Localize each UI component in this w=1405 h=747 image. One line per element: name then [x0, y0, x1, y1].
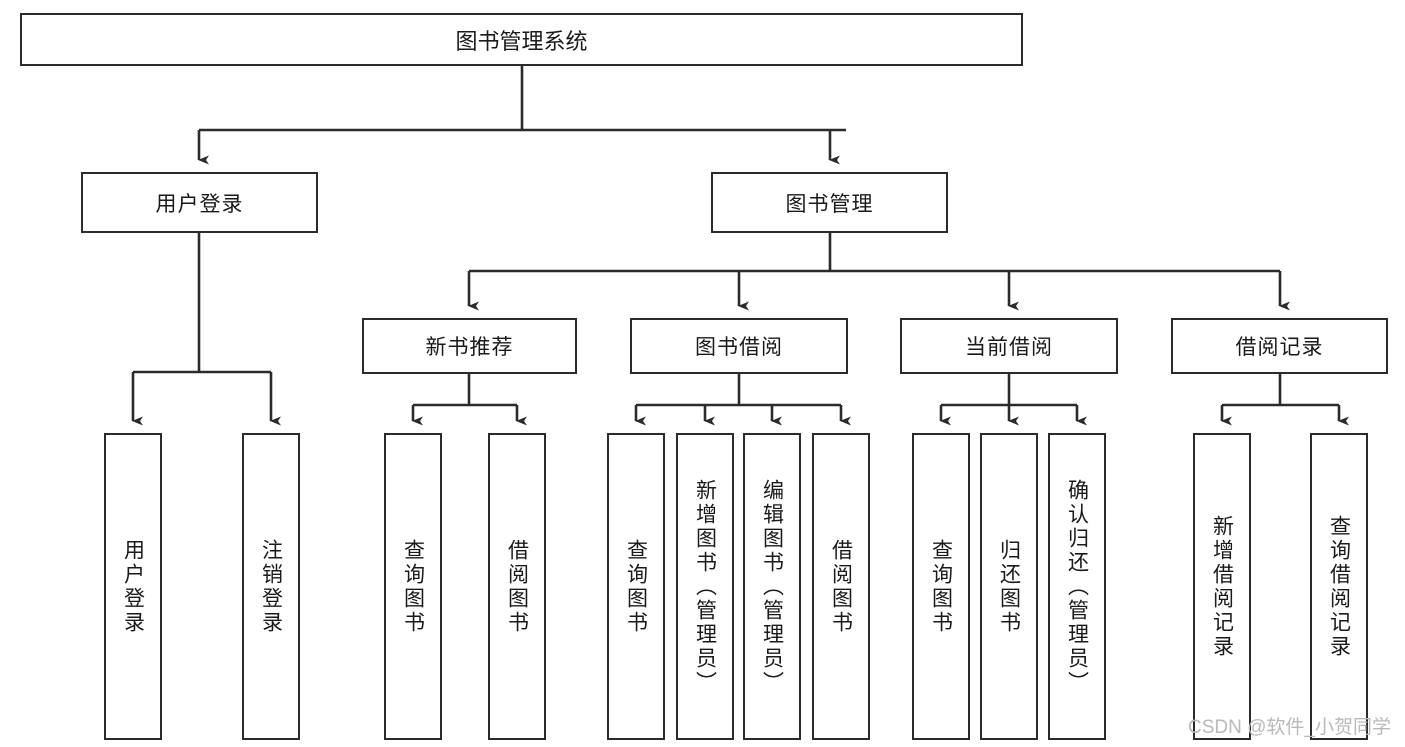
node-current-borrowing[interactable]: 当前借阅	[900, 318, 1118, 374]
node-root-book-management-system[interactable]: 图书管理系统	[20, 13, 1023, 66]
node-new-book-recommendation[interactable]: 新书推荐	[362, 318, 577, 374]
node-label: 注销登录	[259, 538, 283, 635]
node-label: 新书推荐	[425, 336, 514, 359]
node-label: 查询图书	[401, 538, 425, 635]
node-user-login[interactable]: 用户登录	[81, 172, 318, 233]
leaf-query-books-current[interactable]: 查询图书	[912, 433, 970, 740]
node-label: 用户登录	[155, 192, 244, 216]
leaf-confirm-return-admin[interactable]: 确认归还（管理员）	[1048, 433, 1106, 740]
node-label: 查询图书	[929, 538, 953, 635]
leaf-user-login[interactable]: 用户登录	[104, 433, 162, 740]
leaf-borrow-books-recommend[interactable]: 借阅图书	[488, 433, 546, 740]
leaf-logout[interactable]: 注销登录	[242, 433, 300, 740]
leaf-add-borrow-record[interactable]: 新增借阅记录	[1193, 433, 1251, 740]
node-label: 图书管理	[785, 192, 874, 216]
node-label: 查询图书	[624, 538, 648, 635]
node-label: 新增图书（管理员）	[693, 478, 717, 695]
node-book-management[interactable]: 图书管理	[711, 172, 948, 233]
leaf-borrow-books-borrowing[interactable]: 借阅图书	[812, 433, 870, 740]
csdn-watermark: CSDN @软件_小贺同学	[1188, 717, 1391, 738]
node-label: 借阅图书	[829, 538, 853, 635]
leaf-query-books-borrowing[interactable]: 查询图书	[607, 433, 665, 740]
node-label: 归还图书	[997, 538, 1021, 635]
node-label: 新增借阅记录	[1210, 514, 1234, 659]
node-label: 图书借阅	[695, 336, 783, 359]
node-label: 查询借阅记录	[1327, 514, 1351, 659]
node-label: 编辑图书（管理员）	[760, 478, 784, 695]
node-label: 用户登录	[121, 538, 145, 635]
leaf-edit-book-admin[interactable]: 编辑图书（管理员）	[743, 433, 801, 740]
node-label: 当前借阅	[965, 336, 1053, 359]
leaf-query-books-recommend[interactable]: 查询图书	[384, 433, 442, 740]
leaf-add-book-admin[interactable]: 新增图书（管理员）	[676, 433, 734, 740]
node-label: 借阅图书	[505, 538, 529, 635]
node-label: 借阅记录	[1235, 336, 1324, 359]
node-borrow-records[interactable]: 借阅记录	[1171, 318, 1388, 374]
node-book-borrowing[interactable]: 图书借阅	[630, 318, 848, 374]
leaf-query-borrow-record[interactable]: 查询借阅记录	[1310, 433, 1368, 740]
leaf-return-books[interactable]: 归还图书	[980, 433, 1038, 740]
node-label: 图书管理系统	[455, 28, 588, 54]
node-label: 确认归还（管理员）	[1065, 478, 1089, 695]
